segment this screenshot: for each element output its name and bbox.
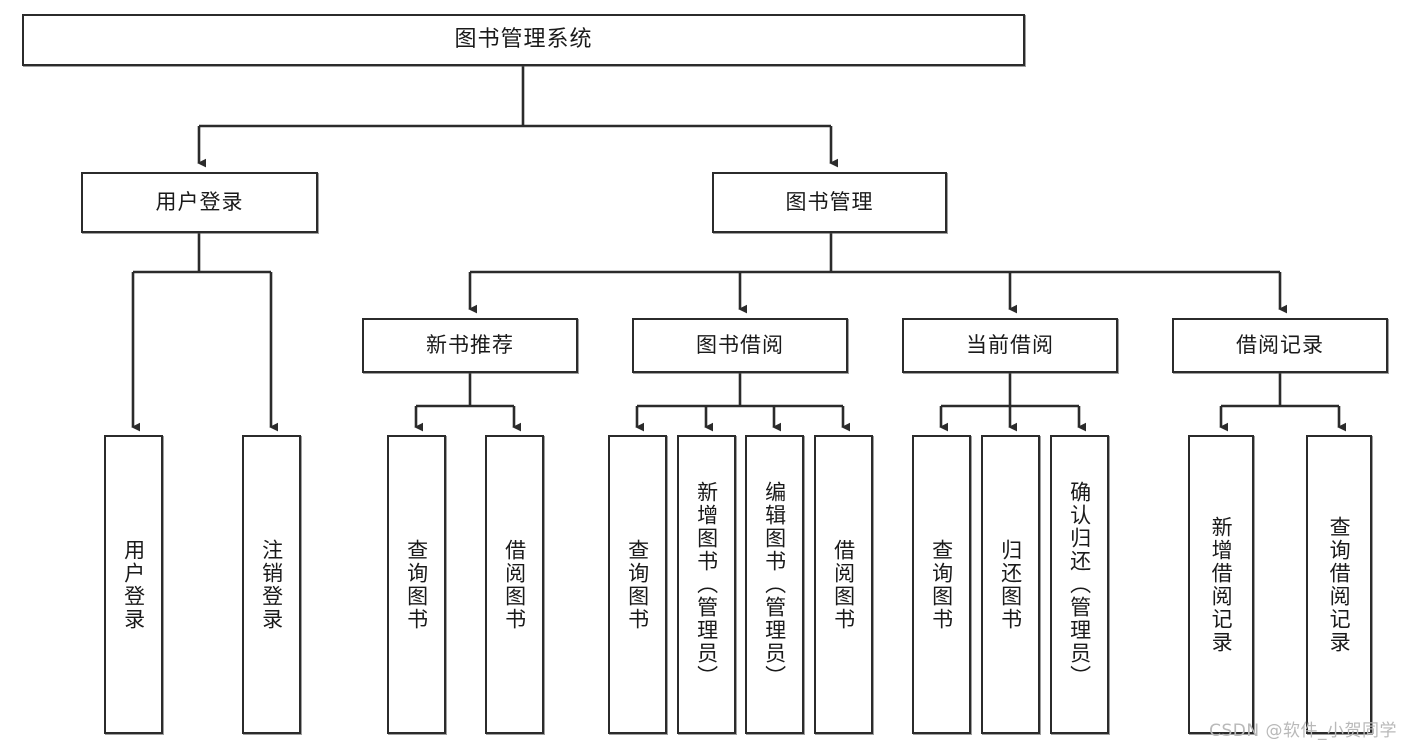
leaf-query-book-3[interactable]: 查询图书	[912, 435, 971, 734]
node-label: 图书管理系统	[454, 26, 593, 52]
node-label: 查询图书	[625, 538, 650, 631]
csdn-watermark: CSDN @软件_小贺同学	[1209, 721, 1397, 741]
leaf-return-book[interactable]: 归还图书	[981, 435, 1040, 734]
node-book-borrow[interactable]: 图书借阅	[632, 318, 848, 373]
node-label: 借阅图书	[502, 538, 527, 631]
node-new-book-recommend[interactable]: 新书推荐	[362, 318, 578, 373]
leaf-borrow-book-1[interactable]: 借阅图书	[485, 435, 544, 734]
leaf-add-book[interactable]: 新增图书（管理员）	[677, 435, 736, 734]
leaf-query-record[interactable]: 查询借阅记录	[1306, 435, 1372, 734]
node-label: 归还图书	[998, 538, 1023, 631]
node-label: 当前借阅	[966, 332, 1054, 357]
node-label: 查询图书	[404, 538, 429, 631]
leaf-user-login[interactable]: 用户登录	[104, 435, 163, 734]
leaf-confirm-return[interactable]: 确认归还（管理员）	[1050, 435, 1109, 734]
node-book-manage[interactable]: 图书管理	[712, 172, 947, 233]
leaf-edit-book[interactable]: 编辑图书（管理员）	[745, 435, 804, 734]
leaf-logout-login[interactable]: 注销登录	[242, 435, 301, 734]
node-label: 新书推荐	[426, 332, 514, 357]
node-label: 图书借阅	[696, 332, 784, 357]
node-label: 确认归还（管理员）	[1067, 481, 1092, 688]
node-current-borrow[interactable]: 当前借阅	[902, 318, 1118, 373]
leaf-query-book-2[interactable]: 查询图书	[608, 435, 667, 734]
node-user-login[interactable]: 用户登录	[81, 172, 318, 233]
node-label: 借阅记录	[1236, 332, 1324, 357]
node-borrow-record[interactable]: 借阅记录	[1172, 318, 1388, 373]
node-root-system[interactable]: 图书管理系统	[22, 14, 1025, 66]
node-label: 注销登录	[259, 538, 284, 631]
node-label: 用户登录	[121, 538, 146, 631]
node-label: 查询图书	[929, 538, 954, 631]
node-label: 图书管理	[785, 189, 874, 214]
node-label: 新增借阅记录	[1209, 515, 1234, 654]
node-label: 新增图书（管理员）	[694, 481, 719, 688]
leaf-query-book-1[interactable]: 查询图书	[387, 435, 446, 734]
node-label: 借阅图书	[831, 538, 856, 631]
leaf-borrow-book-2[interactable]: 借阅图书	[814, 435, 873, 734]
node-label: 查询借阅记录	[1327, 515, 1352, 654]
node-label: 用户登录	[155, 189, 244, 214]
node-label: 编辑图书（管理员）	[762, 481, 787, 688]
leaf-add-record[interactable]: 新增借阅记录	[1188, 435, 1254, 734]
